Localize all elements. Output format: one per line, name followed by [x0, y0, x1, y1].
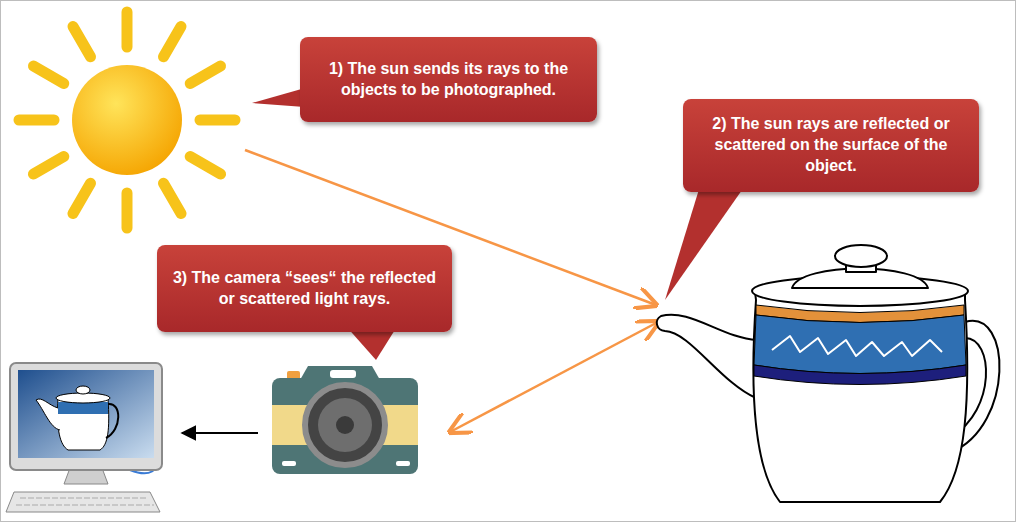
callout-text: 1) The sun sends its rays to the objects… — [312, 59, 585, 101]
camera — [272, 366, 418, 474]
callout-tail — [665, 186, 742, 300]
callout-text: 3) The camera “sees“ the reflected or sc… — [169, 268, 440, 310]
sun-ray — [190, 66, 220, 84]
callout-box: 2) The sun rays are reflected or scatter… — [683, 99, 979, 192]
computer — [6, 363, 162, 512]
sun-ray — [190, 157, 220, 175]
sun-ray — [19, 115, 54, 126]
sun-ray — [164, 183, 182, 213]
sun-ray — [122, 12, 133, 47]
callout-box: 3) The camera “sees“ the reflected or sc… — [157, 245, 452, 332]
sun-ray — [122, 193, 133, 228]
callout-box: 1) The sun sends its rays to the objects… — [300, 37, 597, 122]
callout-text: 2) The sun rays are reflected or scatter… — [695, 114, 967, 176]
sun-ray — [73, 183, 91, 213]
sun-disc — [72, 65, 182, 175]
sun-ray — [33, 66, 63, 84]
sun-ray — [73, 26, 91, 56]
teapot — [657, 245, 1000, 502]
sun-ray — [33, 157, 63, 175]
sun-ray — [200, 115, 235, 126]
output-arrow — [182, 432, 258, 434]
sun — [19, 12, 235, 228]
reflected-ray — [450, 322, 658, 432]
sun-ray — [164, 26, 182, 56]
